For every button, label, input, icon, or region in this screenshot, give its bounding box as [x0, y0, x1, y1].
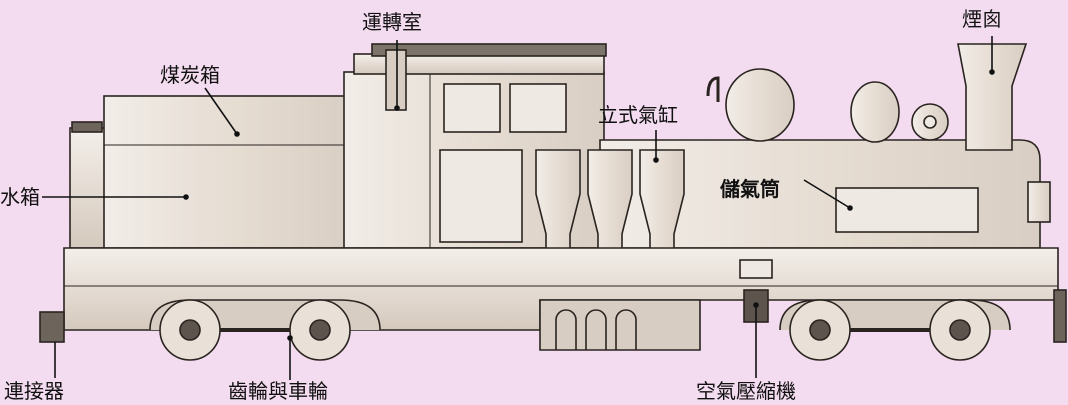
couplers	[39, 289, 1067, 343]
crankshaft-housing	[539, 299, 701, 351]
tender-tank	[69, 95, 355, 249]
label-air-compressor: 空氣壓縮機	[696, 379, 796, 403]
leader-lines	[42, 36, 995, 380]
label-gear-wheels: 齒輪與車輪	[228, 379, 328, 403]
label-chimney: 煙囪	[962, 7, 1002, 31]
label-water-tank: 水箱	[0, 185, 40, 209]
chimney-stack	[957, 43, 1028, 151]
boiler	[599, 68, 1051, 249]
rear-truck	[779, 299, 1011, 361]
label-coal-bunker: 煤炭箱	[160, 63, 220, 87]
label-vertical-cylinders: 立式氣缸	[598, 103, 678, 127]
label-coupler: 連接器	[4, 379, 64, 403]
vertical-cylinders	[535, 149, 685, 275]
front-truck	[149, 299, 381, 361]
label-cab: 運轉室	[362, 10, 422, 34]
label-steam-dome: 儲氣筒	[720, 177, 780, 201]
